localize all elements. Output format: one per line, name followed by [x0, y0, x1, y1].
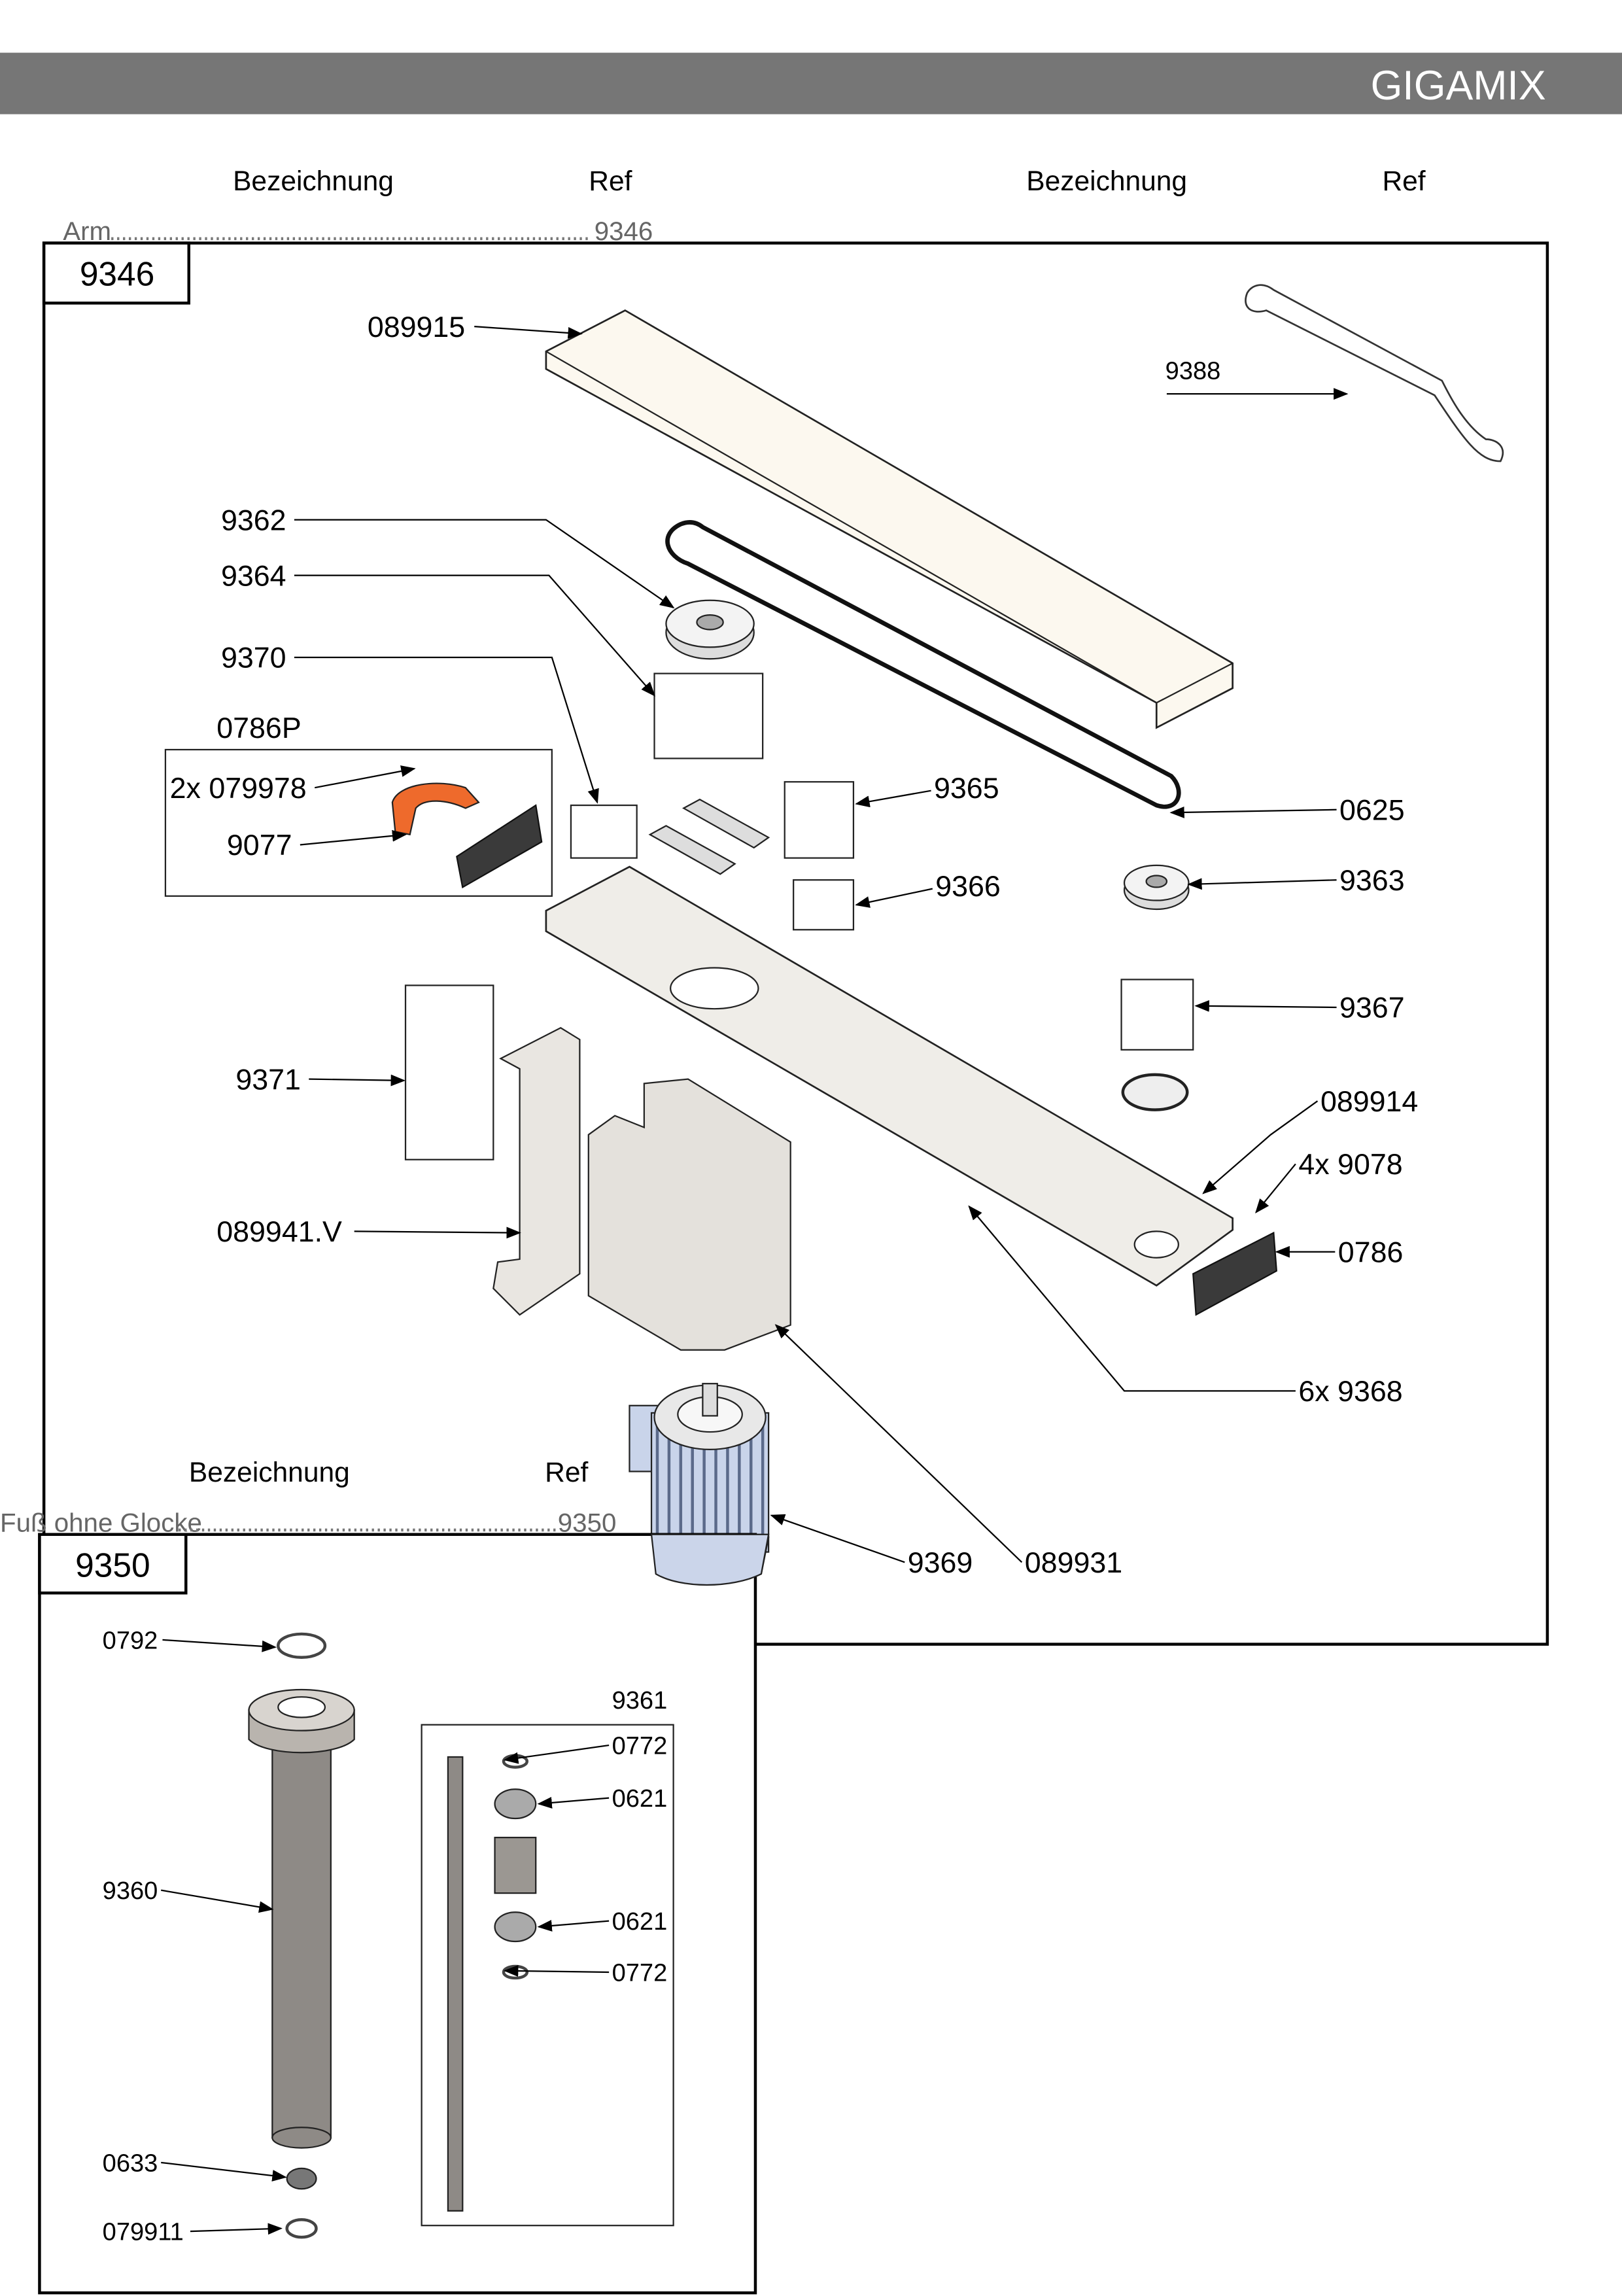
- leader-lines-2: [161, 1639, 610, 2235]
- entry-ref-arm: 9346: [595, 217, 653, 246]
- callout-0786: 0786: [1338, 1236, 1404, 1268]
- motor-housing-part: [587, 1078, 791, 1351]
- callout-0772: 0772: [612, 1732, 668, 1760]
- shaft-part: [447, 1754, 537, 2212]
- callout-079978: 2x 079978: [170, 772, 307, 805]
- callout-089914: 089914: [1320, 1085, 1418, 1118]
- callout-089931: 089931: [1025, 1546, 1122, 1579]
- column-header-designation: Bezeichnung: [233, 166, 394, 197]
- callout-0786p: 0786P: [216, 712, 301, 744]
- entry-name-fuss: Fuß ohne Glocke: [0, 1508, 202, 1537]
- sub-box-0786p: [164, 748, 553, 897]
- base-box-label-frame: [38, 1533, 188, 1595]
- arm-box-label-frame: [42, 241, 190, 305]
- screw-box-9364: [653, 672, 764, 759]
- callout-9363: 9363: [1339, 864, 1405, 897]
- pulley-9362: [665, 599, 755, 660]
- plate-part: [682, 798, 770, 849]
- top-cover-part: [545, 309, 1234, 729]
- callout-9369: 9369: [908, 1546, 973, 1579]
- plate-part-2: [648, 825, 736, 875]
- belt-part: [665, 520, 1181, 809]
- callout-079911: 079911: [103, 2219, 184, 2246]
- column-header-ref: Ref: [589, 166, 632, 197]
- column-header-designation-2: Bezeichnung: [1026, 166, 1187, 197]
- callout-0621-2: 0621: [612, 1908, 668, 1936]
- callout-9370: 9370: [221, 642, 286, 674]
- column-9360: [248, 1632, 355, 2239]
- screw-box-9365: [784, 781, 855, 859]
- base-frame: [38, 1533, 757, 2295]
- callout-089941v: 089941.V: [216, 1215, 342, 1248]
- callout-0621: 0621: [612, 1785, 668, 1813]
- column-header-ref-3: Ref: [545, 1457, 588, 1488]
- motor-part-bottom: [650, 1533, 770, 1586]
- column-header-designation-3: Bezeichnung: [189, 1457, 350, 1488]
- callout-9364: 9364: [221, 559, 286, 592]
- callout-9367: 9367: [1339, 992, 1405, 1024]
- screw-box-9366: [793, 879, 855, 931]
- pulley-9363: [1123, 864, 1190, 911]
- arm-box-label: 9346: [80, 254, 155, 292]
- sub-box-9361: [421, 1724, 674, 2227]
- entry-name-arm: Arm: [63, 217, 111, 246]
- end-cap-0786: [1192, 1231, 1277, 1316]
- callout-0633: 0633: [103, 2149, 158, 2177]
- leader-lines: [294, 326, 1349, 1563]
- base-box-label: 9350: [75, 1546, 150, 1584]
- callout-9360: 9360: [103, 1877, 158, 1905]
- wrench-part: [1245, 284, 1504, 462]
- callout-9366: 9366: [935, 870, 1001, 903]
- entry-ref-fuss: 9350: [558, 1508, 617, 1537]
- channel-part: [545, 865, 1234, 1287]
- callout-9361: 9361: [612, 1687, 668, 1714]
- callout-089915: 089915: [368, 311, 465, 343]
- callout-9362: 9362: [221, 504, 286, 536]
- callout-9365: 9365: [934, 772, 999, 805]
- callout-0772-2: 0772: [612, 1959, 668, 1987]
- callout-0792: 0792: [103, 1627, 158, 1654]
- header-bar: [0, 52, 1622, 114]
- screw-box-9367: [1120, 979, 1194, 1051]
- callout-9371: 9371: [235, 1063, 301, 1096]
- column-header-ref-2: Ref: [1382, 166, 1425, 197]
- callout-9388: 9388: [1165, 358, 1221, 385]
- callout-9078: 4x 9078: [1298, 1148, 1402, 1181]
- callout-9077: 9077: [227, 829, 292, 861]
- screw-box-9371: [404, 984, 494, 1160]
- callout-9368: 6x 9368: [1298, 1375, 1402, 1408]
- ring-part: [1121, 1073, 1189, 1111]
- screw-box-9370: [570, 804, 638, 859]
- callout-0625: 0625: [1339, 793, 1405, 826]
- arm-frame: [42, 241, 1549, 1646]
- brand-name: GIGAMIX: [1371, 63, 1546, 109]
- bracket-part: [492, 1027, 581, 1316]
